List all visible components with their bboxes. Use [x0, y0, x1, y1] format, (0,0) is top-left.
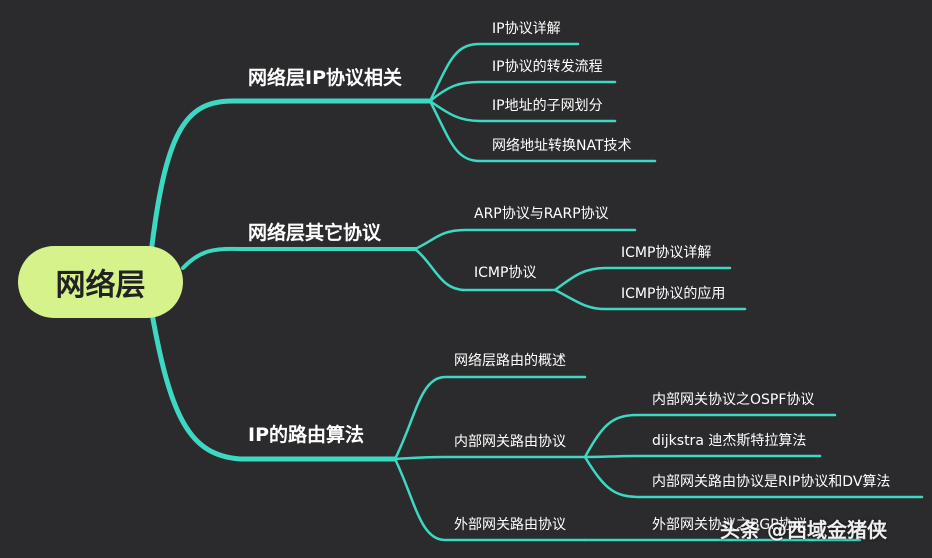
- link-interior-item2: [583, 454, 822, 459]
- link-b1-item4: [428, 99, 657, 163]
- link-b1-item1: [428, 42, 580, 103]
- root-label: 网络层: [55, 268, 146, 303]
- link-b1-item3: [428, 99, 617, 123]
- link-icmp-item2: [553, 288, 747, 311]
- branch1-item[interactable]: IP协议的转发流程: [492, 59, 603, 75]
- exterior-item[interactable]: 外部网关协议之BGP协议: [652, 517, 807, 533]
- link-b1-item2: [428, 80, 617, 103]
- branch3-interior[interactable]: 内部网关路由协议: [454, 434, 566, 450]
- link-b3-overview: [393, 375, 587, 461]
- link-b3-exterior: [393, 457, 587, 542]
- interior-item[interactable]: 内部网关路由协议是RIP协议和DV算法: [652, 474, 891, 490]
- link-b3-interior: [393, 455, 587, 461]
- icmp-item[interactable]: ICMP协议详解: [621, 245, 712, 261]
- branch1-item[interactable]: 网络地址转换NAT技术: [492, 138, 632, 154]
- link-root-branch3: [147, 299, 398, 462]
- branch1-item[interactable]: IP协议详解: [492, 21, 561, 37]
- link-root-branch1: [147, 98, 433, 265]
- branch2-arp[interactable]: ARP协议与RARP协议: [474, 206, 609, 222]
- link-root-branch2: [181, 246, 417, 270]
- branch3-title[interactable]: IP的路由算法: [248, 424, 364, 446]
- interior-item[interactable]: 内部网关协议之OSPF协议: [652, 392, 815, 408]
- icmp-item[interactable]: ICMP协议的应用: [621, 286, 726, 302]
- link-interior-item1: [583, 413, 837, 459]
- watermark: 头条 @西域金猪侠: [720, 518, 887, 542]
- link-b2-arp: [413, 228, 637, 251]
- link-interior-item3: [583, 455, 924, 499]
- branch1-title[interactable]: 网络层IP协议相关: [248, 67, 402, 89]
- link-icmp-item1: [553, 266, 732, 292]
- branch3-exterior[interactable]: 外部网关路由协议: [454, 517, 566, 533]
- root-node[interactable]: 网络层: [18, 246, 183, 318]
- branch2-icmp[interactable]: ICMP协议: [474, 265, 537, 281]
- branch3-overview[interactable]: 网络层路由的概述: [454, 353, 566, 369]
- link-b2-icmp: [413, 247, 557, 292]
- branch1-item[interactable]: IP地址的子网划分: [492, 98, 603, 114]
- branch2-title[interactable]: 网络层其它协议: [248, 222, 382, 244]
- interior-item[interactable]: dijkstra 迪杰斯特拉算法: [652, 433, 807, 449]
